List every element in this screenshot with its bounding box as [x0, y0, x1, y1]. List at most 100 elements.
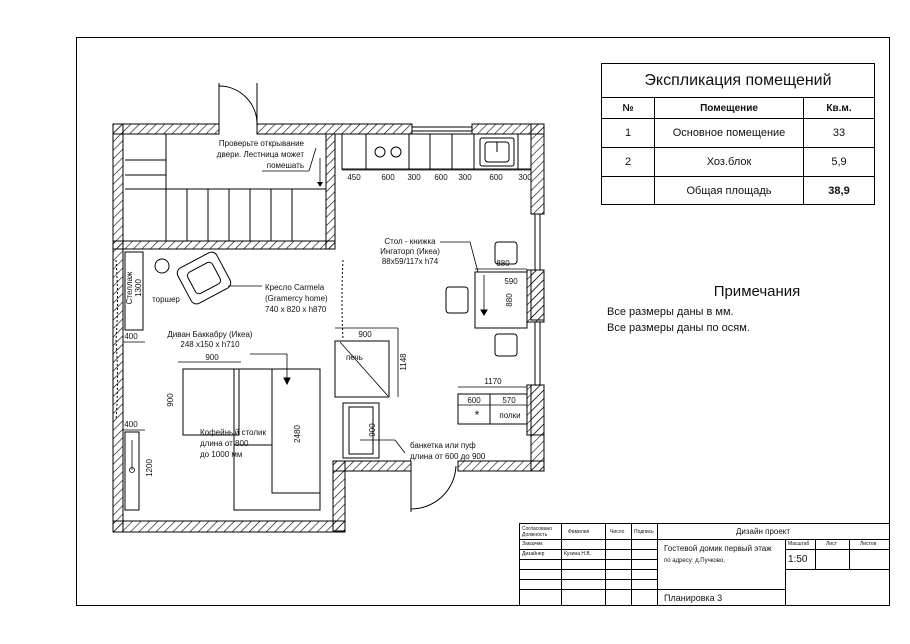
svg-text:длина от 600 до 900: длина от 600 до 900 — [410, 452, 486, 461]
shelves-dim-b: 570 — [502, 396, 516, 405]
svg-text:88x59/117x h74: 88x59/117x h74 — [382, 257, 439, 266]
svg-text:(Gramercy home): (Gramercy home) — [265, 294, 328, 303]
shelves-dim-a: 600 — [467, 396, 481, 405]
svg-text:880: 880 — [496, 259, 510, 268]
row-num: 2 — [602, 147, 655, 177]
bench-dim: 900 — [368, 423, 377, 437]
svg-text:880: 880 — [505, 293, 514, 307]
svg-text:300: 300 — [458, 173, 472, 182]
bench — [342, 402, 406, 459]
object-name: Гостевой домик первый этаж — [664, 544, 772, 553]
stove-width: 900 — [358, 330, 372, 339]
row-name: Основное помещение — [654, 118, 804, 148]
drawing-frame — [76, 37, 890, 606]
svg-text:300: 300 — [407, 173, 421, 182]
svg-text:Стеллаж: Стеллаж — [125, 271, 134, 304]
sheet-label: Лист — [826, 541, 837, 547]
svg-text:2480: 2480 — [293, 425, 302, 443]
object-address: по адресу: д.Пучково, — [664, 558, 725, 564]
armchair-label: Кресло Carmela (Gramercy home) 740 x 820… — [228, 283, 328, 314]
stove — [334, 327, 399, 398]
stair-note: Проверьте открывание двери. Лестница мож… — [217, 139, 323, 187]
row-name: Хоз.блок — [654, 147, 804, 177]
svg-text:до 1000 мм: до 1000 мм — [200, 450, 242, 459]
tb-cell: Кузина Н.В. — [564, 551, 592, 557]
table-label: Стол - книжка Ингаторп (Икеа) 88x59/117x… — [380, 237, 527, 307]
svg-text:400: 400 — [124, 332, 138, 341]
svg-text:длина от 800: длина от 800 — [200, 439, 249, 448]
sofa — [233, 354, 321, 511]
shelves-label: полки — [499, 411, 520, 420]
row-area: 38,9 — [803, 176, 874, 205]
coffee-table — [178, 361, 241, 436]
svg-text:300: 300 — [518, 173, 532, 182]
shelves-total: 1170 — [484, 377, 502, 386]
tb-cell: Согласовано Должность — [522, 526, 553, 538]
tb-cell: Фамилия — [568, 529, 590, 535]
walls — [112, 123, 545, 533]
tb-cell: Заказчик — [522, 541, 543, 547]
dining-table — [445, 241, 528, 357]
explication-title: Экспликация помещений — [602, 64, 874, 98]
shelves-unit — [457, 386, 528, 425]
svg-text:450: 450 — [347, 173, 361, 182]
svg-text:Ингаторп (Икеа): Ингаторп (Икеа) — [380, 247, 440, 256]
svg-text:900: 900 — [166, 393, 175, 407]
left-lower-dims: 400 1200 — [123, 420, 154, 511]
note-line: Все размеры даны в мм. — [607, 306, 734, 318]
coffee-table-label: 900 900 Кофейный столик длина от 800 до … — [166, 353, 266, 459]
svg-text:900: 900 — [205, 353, 219, 362]
svg-text:400: 400 — [124, 420, 138, 429]
row-name: Общая площадь — [654, 176, 804, 205]
kitchen-counter — [341, 133, 532, 170]
table-row: 1 Основное помещение 33 — [602, 118, 874, 148]
lamp-label: торшер — [152, 295, 180, 304]
sheets-label: Листов — [860, 541, 877, 547]
row-area: 33 — [803, 118, 874, 148]
header-room: Помещение — [654, 98, 804, 119]
stove-label: печь — [346, 353, 363, 362]
tb-cell: Подпись — [634, 529, 654, 535]
svg-text:600: 600 — [489, 173, 503, 182]
kitchen-dimensions: 450 600 300 600 300 600 300 — [342, 169, 532, 182]
svg-text:600: 600 — [434, 173, 448, 182]
svg-text:Диван Баккабру (Икеа): Диван Баккабру (Икеа) — [167, 330, 253, 339]
armchair — [154, 251, 232, 305]
svg-text:600: 600 — [381, 173, 395, 182]
notes-title: Примечания — [713, 283, 801, 300]
entry-door — [218, 83, 258, 125]
back-door — [410, 465, 457, 512]
row-area: 5,9 — [803, 147, 874, 177]
table-row: 2 Хоз.блок 5,9 — [602, 147, 874, 177]
svg-text:740 x 820 x h870: 740 x 820 x h870 — [265, 305, 327, 314]
windows — [115, 126, 541, 421]
header-area: Кв.м. — [803, 98, 874, 119]
row-num: 1 — [602, 118, 655, 148]
staircase — [125, 134, 326, 241]
scale-value: 1:50 — [788, 554, 808, 565]
notes: Примечания Все размеры даны в мм. Все ра… — [607, 283, 877, 338]
sheet-name: Планировка 3 — [664, 593, 723, 603]
explication-table: Экспликация помещений № Помещение Кв.м. … — [601, 63, 875, 205]
svg-text:банкетка или пуф: банкетка или пуф — [410, 441, 476, 450]
svg-text:Стол - книжка: Стол - книжка — [384, 237, 436, 246]
tb-cell: Число — [610, 529, 625, 535]
project-title: Дизайн проект — [736, 527, 791, 536]
note-line: Все размеры даны по осям. — [607, 322, 750, 334]
svg-text:248 x150 x h710: 248 x150 x h710 — [180, 340, 240, 349]
shelves-star: * — [475, 408, 480, 422]
svg-text:Кофейный столик: Кофейный столик — [200, 428, 266, 437]
scale-label: Масштаб — [788, 541, 810, 547]
table-row: Общая площадь 38,9 — [602, 176, 874, 205]
header-num: № — [622, 102, 634, 114]
svg-text:Кресло Carmela: Кресло Carmela — [265, 283, 325, 292]
bookshelf: Стеллаж 1300 400 — [123, 251, 145, 343]
svg-text:Проверьте открывание: Проверьте открывание — [219, 139, 305, 148]
svg-text:1200: 1200 — [145, 459, 154, 477]
sofa-label: Диван Баккабру (Икеа) 248 x150 x h710 24… — [167, 330, 302, 443]
title-block: Согласовано Должность Фамилия Число Подп… — [519, 523, 890, 606]
svg-text:590: 590 — [504, 277, 518, 286]
svg-text:помешать: помешать — [267, 161, 304, 170]
row-num — [602, 176, 655, 205]
